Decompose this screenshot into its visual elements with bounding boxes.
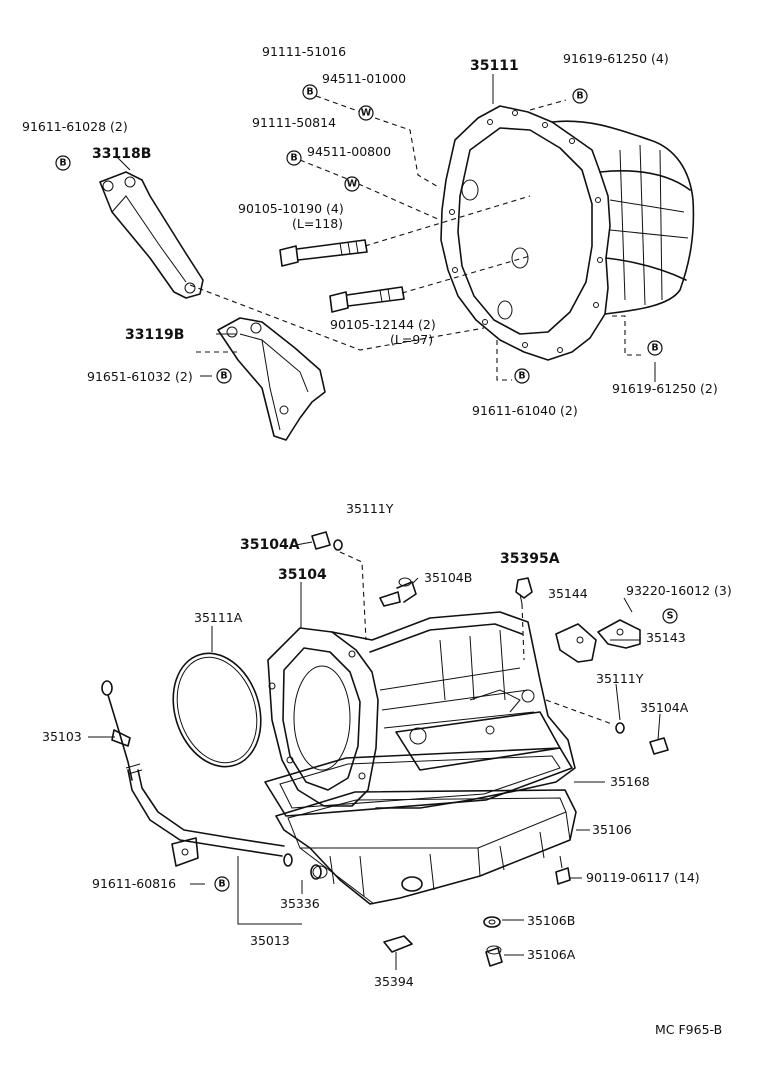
label-91619-61250-2: 91619-61250 (2)	[612, 381, 718, 396]
label-94511-01000: 94511-01000	[322, 71, 406, 86]
label-35106a: 35106A	[527, 947, 576, 962]
label-91111-50814: 91111-50814	[252, 115, 336, 130]
label-35104: 35104	[278, 567, 327, 583]
label-33118b: 33118B	[92, 146, 151, 162]
label-33119b: 33119B	[125, 327, 184, 343]
magnet-35394	[383, 935, 413, 953]
washer-35106b	[483, 916, 501, 928]
label-91111-51016: 91111-51016	[262, 44, 346, 59]
svg-text:S: S	[667, 611, 674, 622]
label-90105-12144: 90105-12144 (2)	[330, 317, 436, 332]
label-94511-00800: 94511-00800	[307, 144, 391, 159]
dipstick-35103	[101, 680, 133, 781]
label-90105-12144-length: (L=97)	[390, 332, 433, 347]
label-35104a-top: 35104A	[240, 537, 300, 553]
label-35168: 35168	[610, 774, 650, 789]
s-mark-icon: S	[662, 608, 678, 624]
svg-text:B: B	[218, 879, 225, 890]
label-35143: 35143	[646, 630, 686, 645]
b-mark-icon: B	[514, 368, 530, 384]
label-35395a: 35395A	[500, 551, 560, 567]
b-mark-icon: B	[216, 368, 232, 384]
elbow-fitting-35104b	[379, 577, 417, 607]
svg-text:B: B	[59, 158, 66, 169]
label-35111a: 35111A	[194, 610, 243, 625]
o-ring-35111a	[172, 652, 262, 768]
diagram-code: MC F965-B	[655, 1022, 722, 1037]
svg-text:B: B	[576, 91, 583, 102]
svg-text:B: B	[290, 153, 297, 164]
svg-text:B: B	[220, 371, 227, 382]
plug-35104a	[311, 531, 331, 550]
label-93220-16012: 93220-16012 (3)	[626, 583, 732, 598]
plate-35144	[555, 623, 597, 663]
plate-35143	[597, 619, 641, 649]
label-91651-61032: 91651-61032 (2)	[87, 369, 193, 384]
bell-housing-35111	[440, 105, 695, 361]
label-91611-61040: 91611-61040 (2)	[472, 403, 578, 418]
bolt-90105-10190	[279, 239, 368, 267]
label-90105-10190-length: (L=118)	[292, 216, 343, 231]
label-35111y-top: 35111Y	[346, 501, 394, 516]
label-35104a-right: 35104A	[640, 700, 689, 715]
label-35013: 35013	[250, 933, 290, 948]
svg-text:B: B	[306, 87, 313, 98]
label-35336: 35336	[280, 896, 320, 911]
plug-35104a-right	[649, 737, 669, 755]
bracket-33118b	[99, 171, 204, 299]
pan-gasket-35168	[264, 747, 573, 817]
gasket-35336	[283, 853, 322, 880]
filler-tube-35013	[125, 763, 285, 867]
label-91619-61250-4: 91619-61250 (4)	[563, 51, 669, 66]
b-mark-icon: B	[55, 155, 71, 171]
svg-text:W: W	[361, 108, 372, 119]
label-35106b: 35106B	[527, 913, 575, 928]
label-35104b: 35104B	[424, 570, 472, 585]
o-ring-35111y-right	[615, 722, 625, 734]
label-35111: 35111	[470, 58, 519, 74]
svg-text:W: W	[347, 179, 358, 190]
label-35394: 35394	[374, 974, 414, 989]
sensor-35395a	[515, 577, 533, 605]
b-mark-icon: B	[286, 150, 302, 166]
svg-text:B: B	[651, 343, 658, 354]
b-mark-icon: B	[647, 340, 663, 356]
label-35111y-right: 35111Y	[596, 671, 644, 686]
w-mark-icon: W	[344, 176, 360, 192]
oil-pan-35106	[275, 789, 577, 905]
label-91611-60816: 91611-60816	[92, 876, 176, 891]
svg-text:B: B	[518, 371, 525, 382]
bolt-90119-06117	[555, 855, 571, 885]
label-90105-10190: 90105-10190 (4)	[238, 201, 344, 216]
label-35106: 35106	[592, 822, 632, 837]
label-35103: 35103	[42, 729, 82, 744]
bolt-90105-12144	[329, 286, 405, 313]
o-ring-35111y	[333, 539, 343, 551]
w-mark-icon: W	[358, 105, 374, 121]
drain-plug-35106a	[485, 945, 503, 967]
label-90119-06117: 90119-06117 (14)	[586, 870, 700, 885]
label-35144: 35144	[548, 586, 588, 601]
b-mark-icon: B	[302, 84, 318, 100]
bracket-33119b	[217, 317, 326, 441]
b-mark-icon: B	[572, 88, 588, 104]
label-91611-61028: 91611-61028 (2)	[22, 119, 128, 134]
b-mark-icon: B	[214, 876, 230, 892]
